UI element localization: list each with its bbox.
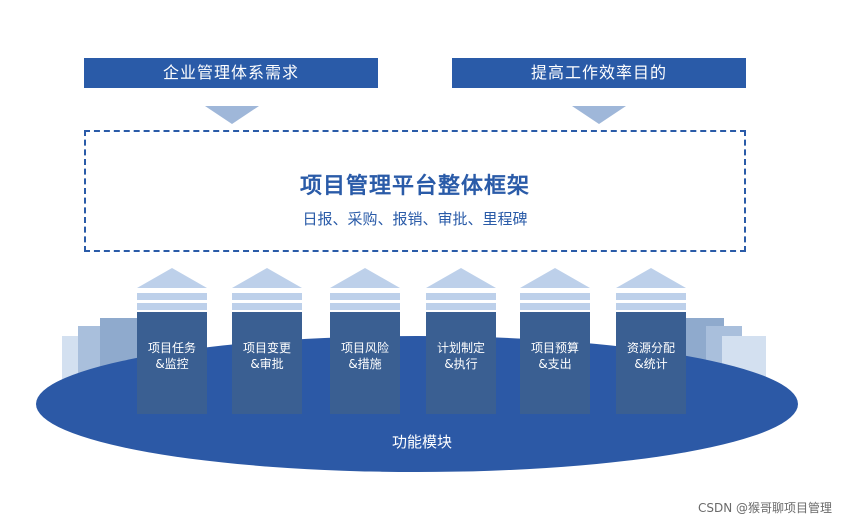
pillar-slab	[426, 303, 496, 310]
module-label: 项目任务 &监控	[147, 341, 196, 371]
pillar-column: 资源分配 &统计	[616, 312, 686, 414]
module-label: 项目风险 &措施	[340, 341, 389, 371]
pillar-column: 项目预算 &支出	[520, 312, 590, 414]
pillar-roof	[330, 268, 400, 288]
pillar-roof	[426, 268, 496, 288]
pillar-slab	[330, 303, 400, 310]
pillar-slab	[330, 293, 400, 300]
platform-label: 功能模块	[391, 433, 452, 451]
pillar-column: 项目任务 &监控	[137, 312, 207, 414]
watermark-text: CSDN @猴哥聊项目管理	[697, 501, 832, 515]
pillar-slab	[426, 293, 496, 300]
pillar-column: 项目变更 &审批	[232, 312, 302, 414]
framework-frame: 项目管理平台整体框架 日报、采购、报销、审批、里程碑	[84, 130, 746, 252]
pillar-slab	[520, 303, 590, 310]
module-pillar-resource-allocation: 资源分配 &统计	[616, 268, 686, 414]
pillar-slab	[616, 293, 686, 300]
module-pillar-risk-measures: 项目风险 &措施	[330, 268, 400, 414]
pillar-column: 计划制定 &执行	[426, 312, 496, 414]
down-arrow-left-icon	[205, 106, 259, 124]
pillar-slab	[232, 303, 302, 310]
pillar-roof	[137, 268, 207, 288]
module-pillar-planning-execution: 计划制定 &执行	[426, 268, 496, 414]
framework-title: 项目管理平台整体框架	[299, 174, 530, 199]
module-pillar-budget-expense: 项目预算 &支出	[520, 268, 590, 414]
pillar-roof	[616, 268, 686, 288]
pillar-slab	[616, 303, 686, 310]
module-label: 项目预算 &支出	[530, 341, 579, 371]
down-arrow-right-icon	[572, 106, 626, 124]
module-pillar-task-monitoring: 项目任务 &监控	[137, 268, 207, 414]
module-label: 计划制定 &执行	[436, 341, 485, 371]
pillar-slab	[137, 293, 207, 300]
pillar-column: 项目风险 &措施	[330, 312, 400, 414]
module-label: 资源分配 &统计	[626, 341, 675, 371]
pillar-slab	[137, 303, 207, 310]
pillar-slab	[232, 293, 302, 300]
framework-subtitle: 日报、采购、报销、审批、里程碑	[302, 210, 528, 228]
pillar-roof	[520, 268, 590, 288]
banner-efficiency-goal: 提高工作效率目的	[452, 58, 746, 88]
module-pillar-change-approval: 项目变更 &审批	[232, 268, 302, 414]
banner-enterprise-requirements: 企业管理体系需求	[84, 58, 378, 88]
pillar-roof	[232, 268, 302, 288]
pillar-slab	[520, 293, 590, 300]
module-label: 项目变更 &审批	[242, 341, 291, 371]
